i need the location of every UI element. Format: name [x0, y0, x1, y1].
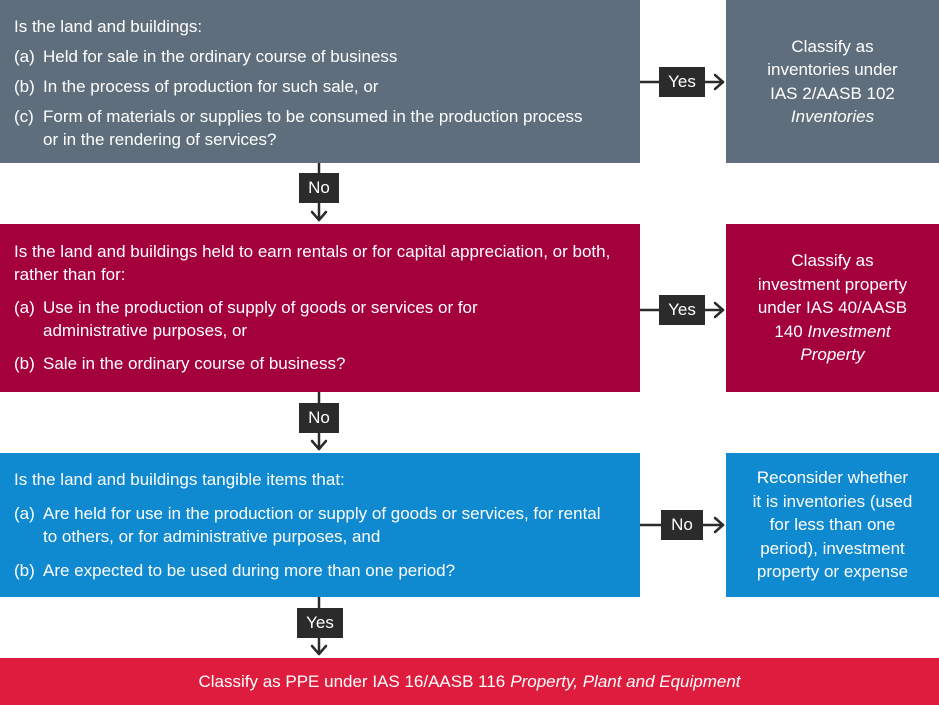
- result-italic-line: Property: [736, 343, 929, 367]
- item-marker: (b): [14, 561, 35, 580]
- question-3-item-b: (b) Are expected to be used during more …: [14, 559, 626, 582]
- item-marker: (a): [14, 504, 35, 523]
- question-2-item-a: (a) Use in the production of supply of g…: [14, 296, 626, 342]
- question-box-3: Is the land and buildings tangible items…: [0, 453, 640, 597]
- standard-name: Inventories: [790, 107, 875, 126]
- item-marker: (a): [14, 47, 35, 66]
- result-italic-line: Inventories: [736, 105, 929, 129]
- tag-q1-yes: Yes: [659, 67, 705, 97]
- result-box-investment-property: Classify as investment property under IA…: [726, 224, 939, 392]
- item-text: Use in the production of supply of goods…: [43, 298, 478, 340]
- question-3-intro: Is the land and buildings tangible items…: [14, 470, 345, 489]
- question-1-intro: Is the land and buildings:: [14, 17, 203, 36]
- question-2-item-b: (b) Sale in the ordinary course of busin…: [14, 352, 626, 375]
- item-text: Form of materials or supplies to be cons…: [43, 107, 583, 149]
- question-box-2: Is the land and buildings held to earn r…: [0, 224, 640, 392]
- result-line: Classify as: [791, 36, 874, 56]
- tag-q1-no: No: [299, 173, 339, 203]
- result-line: 140 Investment: [736, 320, 929, 344]
- item-text: Are expected to be used during more than…: [43, 561, 456, 580]
- result-line: Classify as: [791, 251, 874, 271]
- item-text: In the process of production for such sa…: [43, 77, 379, 96]
- item-text: Held for sale in the ordinary course of …: [43, 47, 398, 66]
- result-line: period), investment: [760, 538, 905, 558]
- question-1-item-b: (b) In the process of production for suc…: [14, 75, 626, 98]
- result-line: for less than one: [769, 515, 896, 535]
- question-1-item-c: (c) Form of materials or supplies to be …: [14, 105, 626, 151]
- result-line: under IAS 40/AASB: [757, 298, 908, 318]
- result-line: property or expense: [756, 562, 909, 582]
- final-text: Classify as PPE under IAS 16/AASB 116: [198, 671, 506, 691]
- tag-q3-yes: Yes: [297, 608, 343, 638]
- question-1-item-a: (a) Held for sale in the ordinary course…: [14, 45, 626, 68]
- standard-name: Property, Plant and Equipment: [510, 671, 741, 691]
- item-marker: (b): [14, 354, 35, 373]
- standard-name: Investment: [807, 321, 891, 341]
- item-marker: (b): [14, 77, 35, 96]
- result-line: Reconsider whether: [756, 468, 909, 488]
- question-2-intro: Is the land and buildings held to earn r…: [14, 242, 611, 284]
- result-box-reconsider: Reconsider whether it is inventories (us…: [726, 453, 939, 597]
- tag-q2-yes: Yes: [659, 295, 705, 325]
- question-3-item-a: (a) Are held for use in the production o…: [14, 502, 626, 548]
- question-box-1: Is the land and buildings: (a) Held for …: [0, 0, 640, 163]
- item-marker: (c): [14, 107, 34, 126]
- result-text: 140: [774, 321, 803, 341]
- item-text: Are held for use in the production or su…: [43, 504, 601, 546]
- result-line: IAS 2/AASB 102: [770, 83, 895, 103]
- item-text: Sale in the ordinary course of business?: [43, 354, 346, 373]
- result-line: investment property: [757, 274, 908, 294]
- tag-q2-no: No: [299, 403, 339, 433]
- result-line: it is inventories (used: [752, 491, 913, 511]
- result-line: inventories under: [767, 60, 898, 79]
- tag-q3-no: No: [661, 510, 703, 540]
- result-box-inventories: Classify as inventories under IAS 2/AASB…: [726, 0, 939, 163]
- item-marker: (a): [14, 298, 35, 317]
- standard-name: Property: [800, 345, 865, 365]
